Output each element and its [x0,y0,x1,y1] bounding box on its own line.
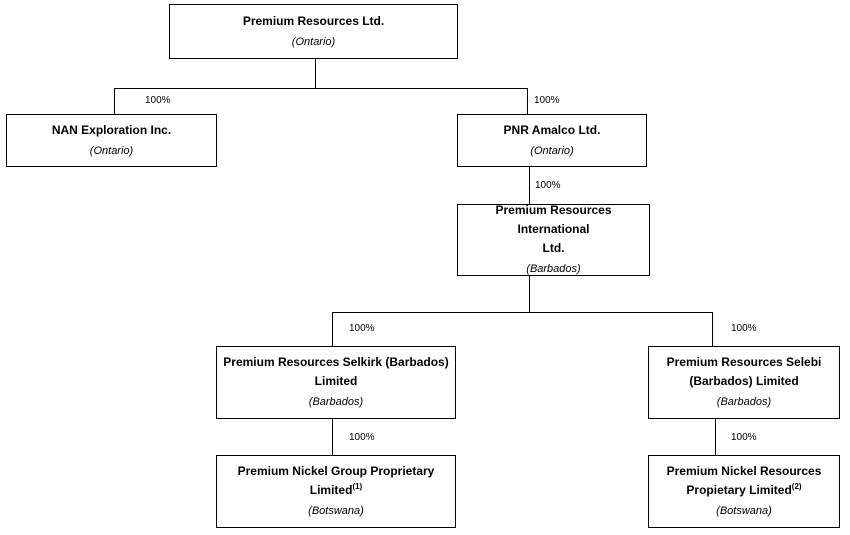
ownership-label-nan: 100% [145,95,171,106]
entity-jurisdiction: (Botswana) [716,505,772,517]
ownership-label-pnr: 100% [534,95,560,106]
entity-jurisdiction: (Barbados) [308,396,364,408]
entity-name: Premium Resources Ltd. [242,13,385,28]
connector-pnr-to-pri [529,166,530,204]
entity-name-line1: Premium Nickel Resources [666,464,822,478]
connector-to-nan [114,88,115,114]
ownership-label-selebi: 100% [731,323,757,334]
ownership-label-pri: 100% [535,180,561,191]
entity-premium-resources-international: Premium Resources International Ltd. (Ba… [457,203,650,276]
entity-name-line1: Premium Resources Selkirk (Barbados) [223,355,449,369]
entity-name-line1: Premium Nickel Group Proprietary [237,464,435,478]
entity-jurisdiction: (Barbados) [526,263,581,275]
entity-name-line2-text: Limited [309,483,353,497]
entity-jurisdiction: (Barbados) [716,396,772,408]
entity-nan-exploration: NAN Exploration Inc. (Ontario) [6,114,217,167]
connector-to-selebi [712,312,713,346]
ownership-label-selkirk: 100% [349,323,375,334]
entity-premium-nickel-group: Premium Nickel Group Proprietary Limited… [216,455,456,528]
entity-premium-nickel-resources: Premium Nickel Resources Propietary Limi… [648,455,840,528]
entity-name-line2: Propietary Limited(2) [686,481,801,500]
entity-premium-resources-selkirk: Premium Resources Selkirk (Barbados) Lim… [216,346,456,419]
connector-root-down [315,59,316,89]
entity-name-line2: Limited(1) [310,481,362,500]
entity-name-line1: Premium Resources International [495,203,612,236]
footnote-marker: (1) [352,482,363,491]
ownership-label-png: 100% [349,432,375,443]
entity-name-line2-text: Propietary Limited [686,483,792,497]
entity-premium-resources-ltd: Premium Resources Ltd. (Ontario) [169,4,458,59]
connector-to-pnr [527,88,528,114]
footnote-marker: (2) [791,482,802,491]
entity-jurisdiction: (Ontario) [530,144,574,157]
connector-selkirk-to-png [332,418,333,455]
entity-name-line2: Limited [314,374,358,388]
ownership-label-pnrp: 100% [731,432,757,443]
entity-pnr-amalco: PNR Amalco Ltd. (Ontario) [457,114,647,167]
connector-to-selkirk [332,312,333,346]
entity-premium-resources-selebi: Premium Resources Selebi (Barbados) Limi… [648,346,840,419]
entity-jurisdiction: (Botswana) [308,505,364,517]
entity-name-line2: Ltd. [542,241,565,255]
entity-name: NAN Exploration Inc. [51,122,172,137]
entity-jurisdiction: (Ontario) [89,144,134,157]
connector-pri-horizontal [332,312,713,313]
connector-pri-down [529,275,530,313]
connector-root-horizontal [114,88,528,89]
entity-jurisdiction: (Ontario) [291,35,336,48]
entity-name: PNR Amalco Ltd. [503,122,601,137]
entity-name-line2: (Barbados) Limited [689,374,799,388]
entity-name-line1: Premium Resources Selebi [666,355,822,369]
connector-selebi-to-pnrp [715,418,716,455]
